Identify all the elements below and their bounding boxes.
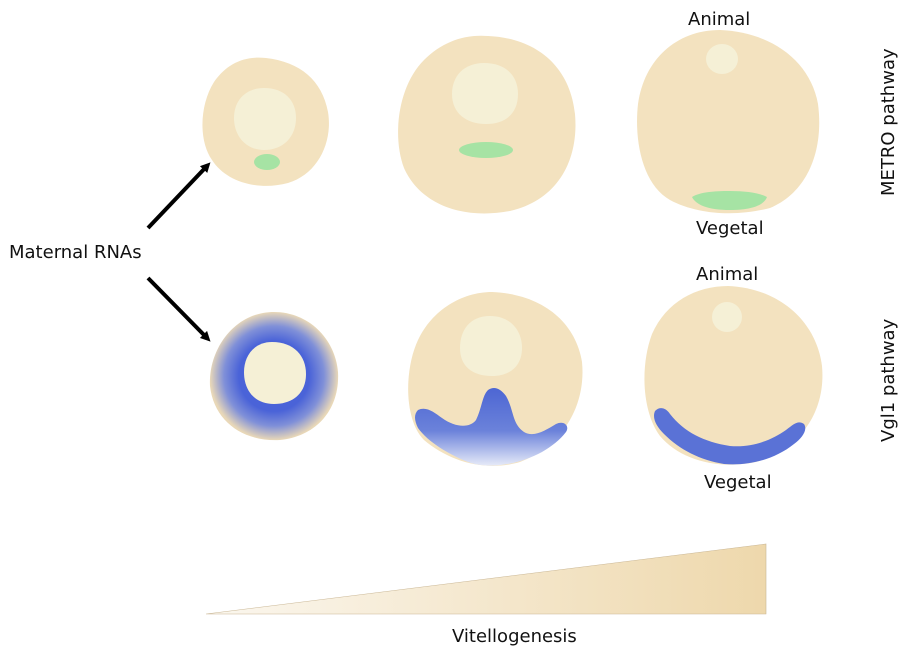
vg1-pathway-label: Vgl1 pathway: [878, 318, 899, 442]
metro-rna-patch: [459, 142, 513, 158]
metro-oocyte-stage-1: [202, 58, 329, 186]
maternal-rnas-label: Maternal RNAs: [9, 242, 142, 263]
vitellogenesis-label: Vitellogenesis: [452, 626, 577, 647]
vitellogenesis-wedge: [206, 544, 766, 614]
metro-oocyte-stage-3: [637, 30, 819, 213]
nucleus: [706, 44, 738, 74]
vg1-oocyte-stage-3: [644, 286, 822, 465]
arrow-to-vg1: [148, 278, 207, 338]
vg1-oocyte-stage-1: [210, 312, 338, 440]
nucleus: [244, 342, 306, 404]
animal-label-top: Animal: [688, 9, 750, 30]
nucleus: [452, 63, 518, 124]
arrow-to-metro: [148, 166, 207, 228]
metro-oocyte-stage-2: [398, 36, 575, 214]
nucleus: [234, 88, 296, 150]
nucleus: [460, 316, 522, 376]
metro-rna-patch: [254, 154, 280, 170]
nucleus: [712, 302, 742, 332]
animal-label-bottom: Animal: [696, 264, 758, 285]
metro-pathway-label: METRO pathway: [878, 48, 899, 196]
vegetal-label-top: Vegetal: [696, 218, 764, 239]
vg1-oocyte-stage-2: [408, 292, 582, 466]
vegetal-label-bottom: Vegetal: [704, 472, 772, 493]
cytoplasm: [398, 36, 575, 214]
